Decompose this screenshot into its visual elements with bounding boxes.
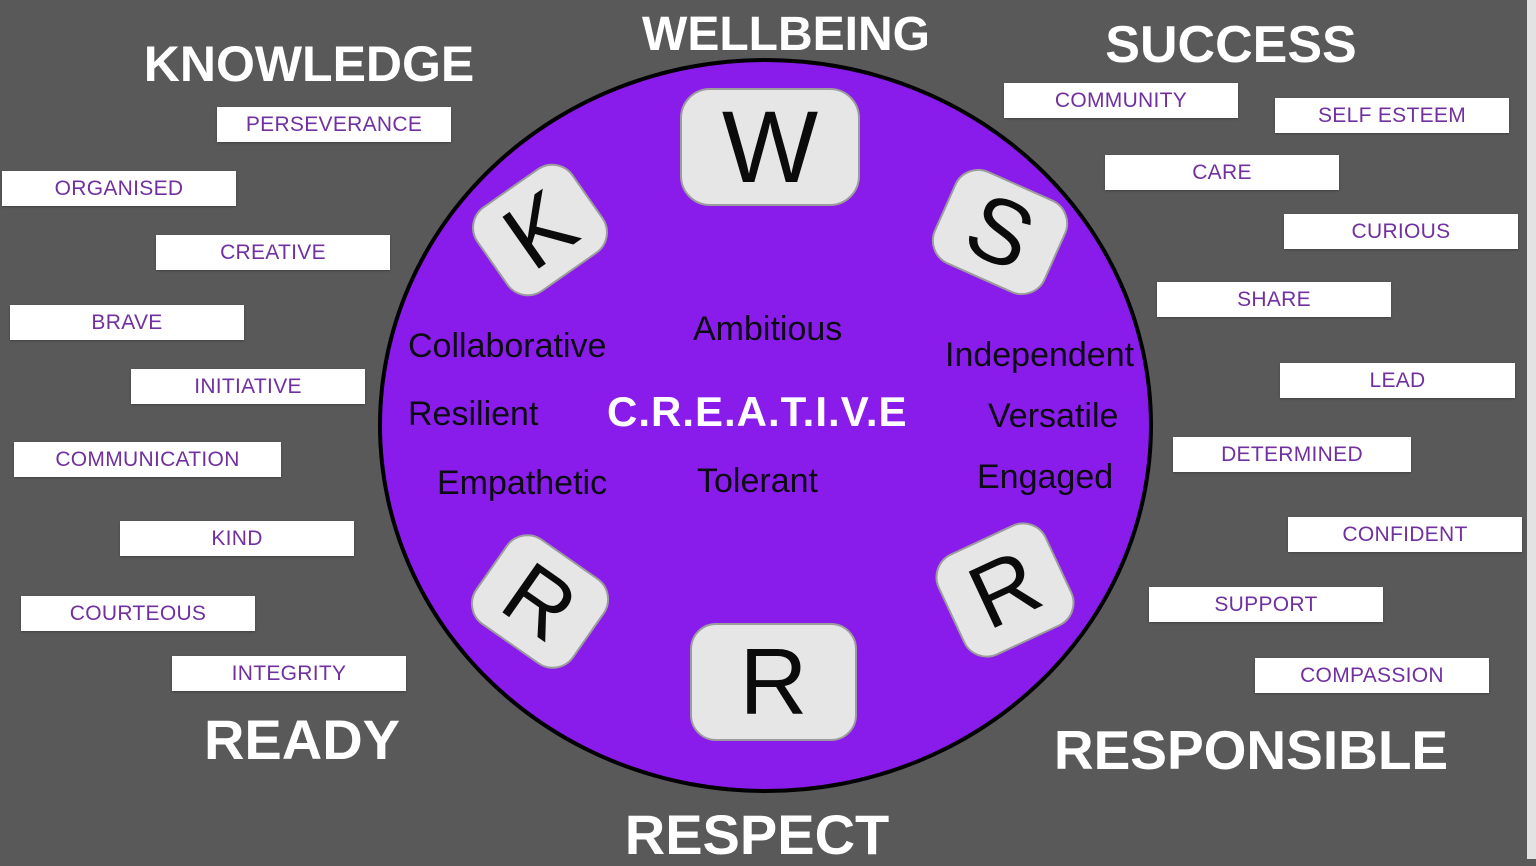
trait-empathetic: Empathetic: [437, 464, 608, 502]
letter-tile-r-center: R: [690, 623, 857, 741]
trait-collaborative: Collaborative: [408, 327, 607, 365]
letter-tile-w: W: [680, 88, 860, 206]
trait-resilient: Resilient: [408, 395, 539, 433]
value-box-perseverance: PERSEVERANCE: [217, 107, 451, 142]
value-box-creative: CREATIVE: [156, 235, 390, 270]
value-box-lead: LEAD: [1280, 363, 1515, 398]
value-box-brave: BRAVE: [10, 305, 244, 340]
value-box-self-esteem: SELF ESTEEM: [1275, 98, 1509, 133]
trait-versatile: Versatile: [988, 397, 1119, 435]
value-box-organised: ORGANISED: [2, 171, 236, 206]
trait-tolerant: Tolerant: [697, 462, 818, 500]
value-box-initiative: INITIATIVE: [131, 369, 365, 404]
heading-respect: RESPECT: [624, 803, 890, 866]
value-box-kind: KIND: [120, 521, 354, 556]
trait-engaged: Engaged: [977, 458, 1114, 496]
tile-letter: R: [485, 542, 595, 660]
value-box-integrity: INTEGRITY: [172, 656, 406, 691]
value-box-compassion: COMPASSION: [1255, 658, 1489, 693]
value-box-communication: COMMUNICATION: [14, 442, 281, 477]
value-box-determined: DETERMINED: [1173, 437, 1411, 472]
trait-independent: Independent: [945, 336, 1135, 374]
right-edge-strip: [1527, 0, 1536, 859]
value-box-care: CARE: [1105, 155, 1339, 190]
tile-letter: R: [739, 629, 808, 734]
value-box-curious: CURIOUS: [1284, 214, 1518, 249]
creative-acronym: C.R.E.A.T.I.V.E: [607, 388, 908, 435]
tile-letter: R: [954, 530, 1056, 650]
value-box-support: SUPPORT: [1149, 587, 1383, 622]
heading-ready: READY: [203, 708, 401, 771]
heading-success: SUCCESS: [1105, 16, 1357, 74]
value-box-community: COMMUNITY: [1004, 83, 1238, 118]
trait-ambitious: Ambitious: [693, 310, 843, 348]
value-box-confident: CONFIDENT: [1288, 517, 1522, 552]
value-box-courteous: COURTEOUS: [21, 596, 255, 631]
value-box-share: SHARE: [1157, 282, 1391, 317]
heading-wellbeing: WELLBEING: [642, 8, 930, 61]
tile-letter: W: [721, 90, 819, 204]
heading-knowledge: KNOWLEDGE: [143, 36, 475, 92]
tile-letter: S: [951, 172, 1049, 292]
heading-responsible: RESPONSIBLE: [1053, 719, 1449, 781]
